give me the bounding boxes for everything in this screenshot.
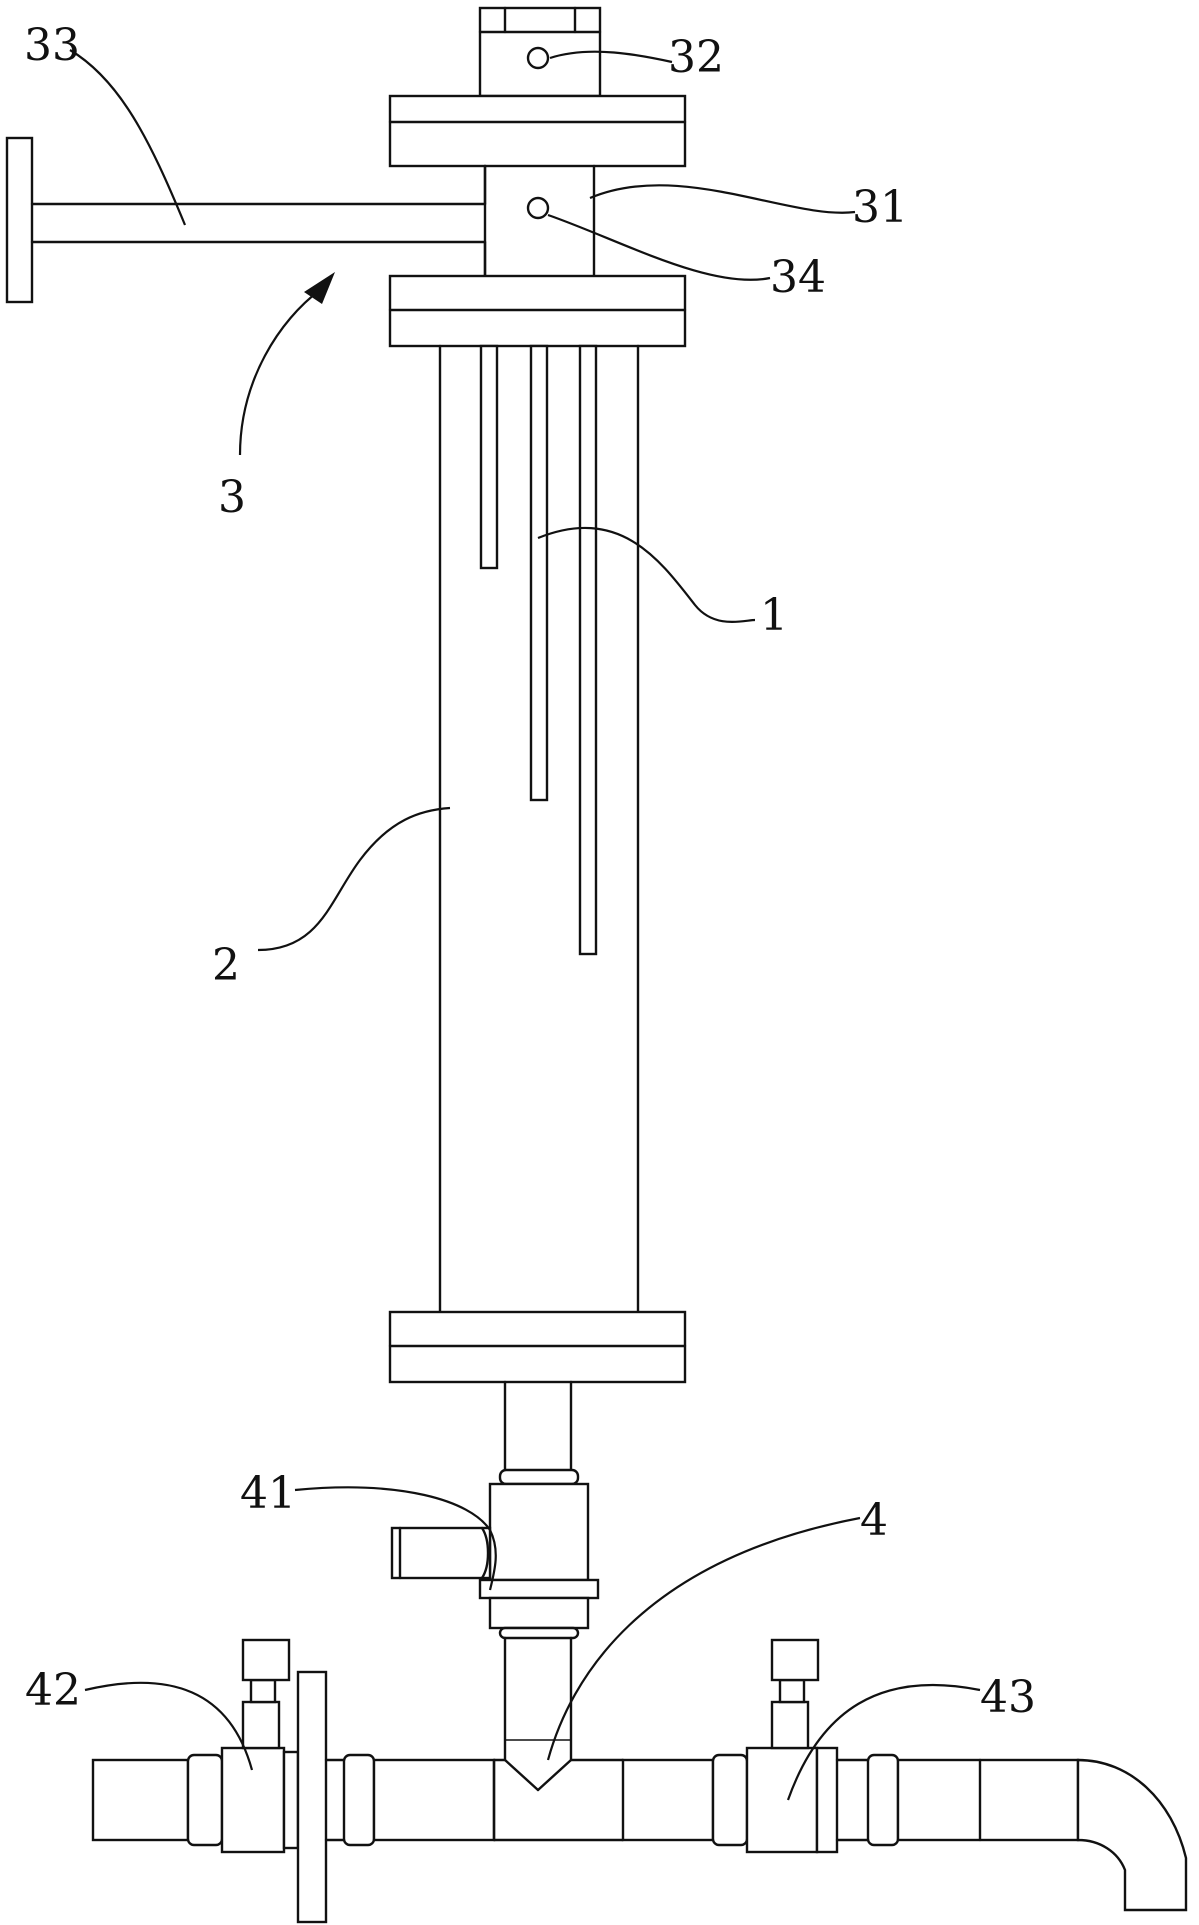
- label-2: 2: [212, 940, 240, 991]
- leader-43: [786, 1683, 981, 1801]
- valve-43: [745, 1638, 870, 1854]
- label-33: 33: [24, 20, 80, 71]
- port-34: [526, 196, 550, 220]
- label-4: 4: [860, 1495, 888, 1546]
- leader-32: [549, 50, 673, 64]
- side-pipe: [5, 136, 487, 304]
- leader-2: [257, 806, 451, 952]
- leader-34: [547, 213, 771, 281]
- label-31: 31: [852, 182, 908, 233]
- label-34: 34: [770, 252, 826, 303]
- connecting-body: [483, 164, 596, 278]
- label-3: 3: [218, 472, 246, 523]
- middle-flange: [388, 274, 687, 348]
- port-32: [526, 46, 550, 70]
- electrode-rods: [479, 344, 598, 956]
- outlet-pipe: [503, 1380, 573, 1477]
- leader-41: [294, 1486, 497, 1591]
- reference-labels: 33 32 31 34 3 1 2 41 4 42 43: [24, 20, 1036, 1723]
- upper-flange: [388, 94, 687, 168]
- label-32: 32: [668, 32, 724, 83]
- valve-42: [220, 1638, 346, 1924]
- bottom-pipe: [91, 1753, 1188, 1912]
- label-1: 1: [760, 590, 788, 641]
- leader-3: [238, 289, 321, 456]
- leader-42: [84, 1681, 254, 1771]
- leader-33: [69, 49, 187, 226]
- leader-1: [537, 526, 756, 624]
- label-41: 41: [240, 1468, 296, 1519]
- label-43: 43: [980, 1672, 1036, 1723]
- main-column: [438, 344, 640, 1314]
- tee-stem: [503, 1636, 573, 1792]
- leader-4: [546, 1516, 861, 1761]
- label-42: 42: [25, 1665, 81, 1716]
- leader-lines: [69, 49, 981, 1801]
- arrow-3: [304, 272, 335, 304]
- lower-flange: [388, 1310, 687, 1384]
- leader-31: [589, 184, 856, 214]
